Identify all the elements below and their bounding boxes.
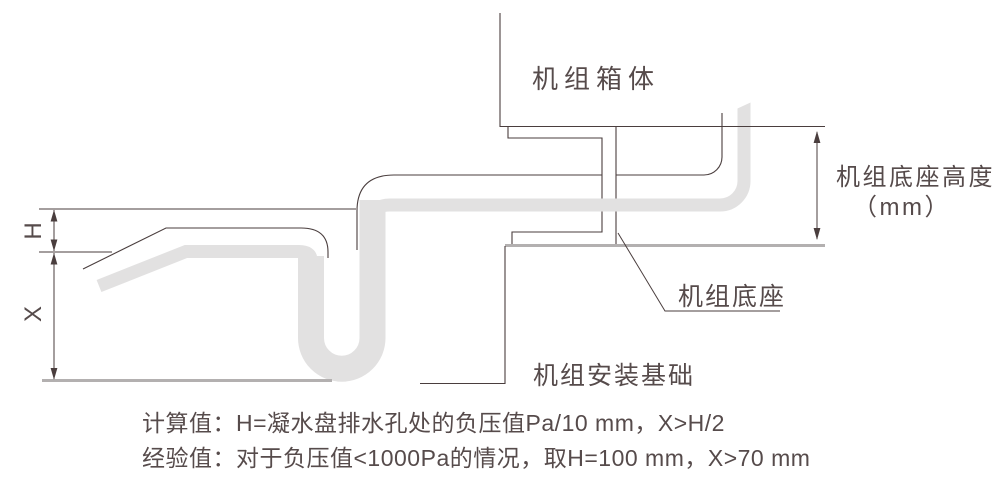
notes: 计算值：H=凝水盘排水孔处的负压值Pa/10 mm，X>H/2 经验值：对于负压… <box>142 410 810 471</box>
base-height-label: 机组底座高度 <box>836 164 995 191</box>
installation-foundation-label: 机组安装基础 <box>533 362 695 390</box>
note-empirical-value: 经验值：对于负压值<1000Pa的情况，取H=100 mm，X>70 mm <box>142 445 810 471</box>
dim-h-label: H <box>20 222 47 239</box>
pipe-outline-run <box>356 174 602 250</box>
pipe-u-trap <box>298 200 386 382</box>
pipe-horizontal-run <box>366 111 751 232</box>
dimension-base-height: 机组底座高度 （mm） <box>813 131 995 240</box>
note-calculated-value: 计算值：H=凝水盘排水孔处的负压值Pa/10 mm，X>H/2 <box>142 410 725 436</box>
dim-x-arrow-up <box>50 252 58 265</box>
pipe-outlet-run <box>96 245 318 293</box>
unit-base-outline <box>507 127 617 245</box>
dim-base-height-arrow-up <box>813 131 821 143</box>
dimension-left: H X <box>20 208 356 380</box>
pipe-outline-outlet <box>82 227 329 270</box>
pipe-outline-inlet <box>616 113 723 176</box>
dim-h-arrow-down <box>50 239 58 252</box>
base-height-unit-label: （mm） <box>853 194 951 221</box>
dim-base-height-arrow-down <box>813 228 821 240</box>
unit-box-outline <box>499 13 825 128</box>
foundation-surfaces <box>42 244 825 382</box>
unit-box-label: 机组箱体 <box>532 64 660 94</box>
drain-pipe <box>96 102 751 382</box>
unit-base-label: 机组底座 <box>678 283 786 311</box>
dim-x-arrow-down <box>50 368 58 380</box>
foundation-outline <box>420 246 506 385</box>
pipe-thin-outlines <box>82 113 723 270</box>
dim-x-label: X <box>20 306 47 322</box>
unit-base-callout: 机组底座 <box>617 232 786 312</box>
dim-h-arrow-up <box>50 209 58 222</box>
unit-base-leader-line <box>617 232 780 312</box>
unit-base-channel-outline <box>507 127 603 245</box>
